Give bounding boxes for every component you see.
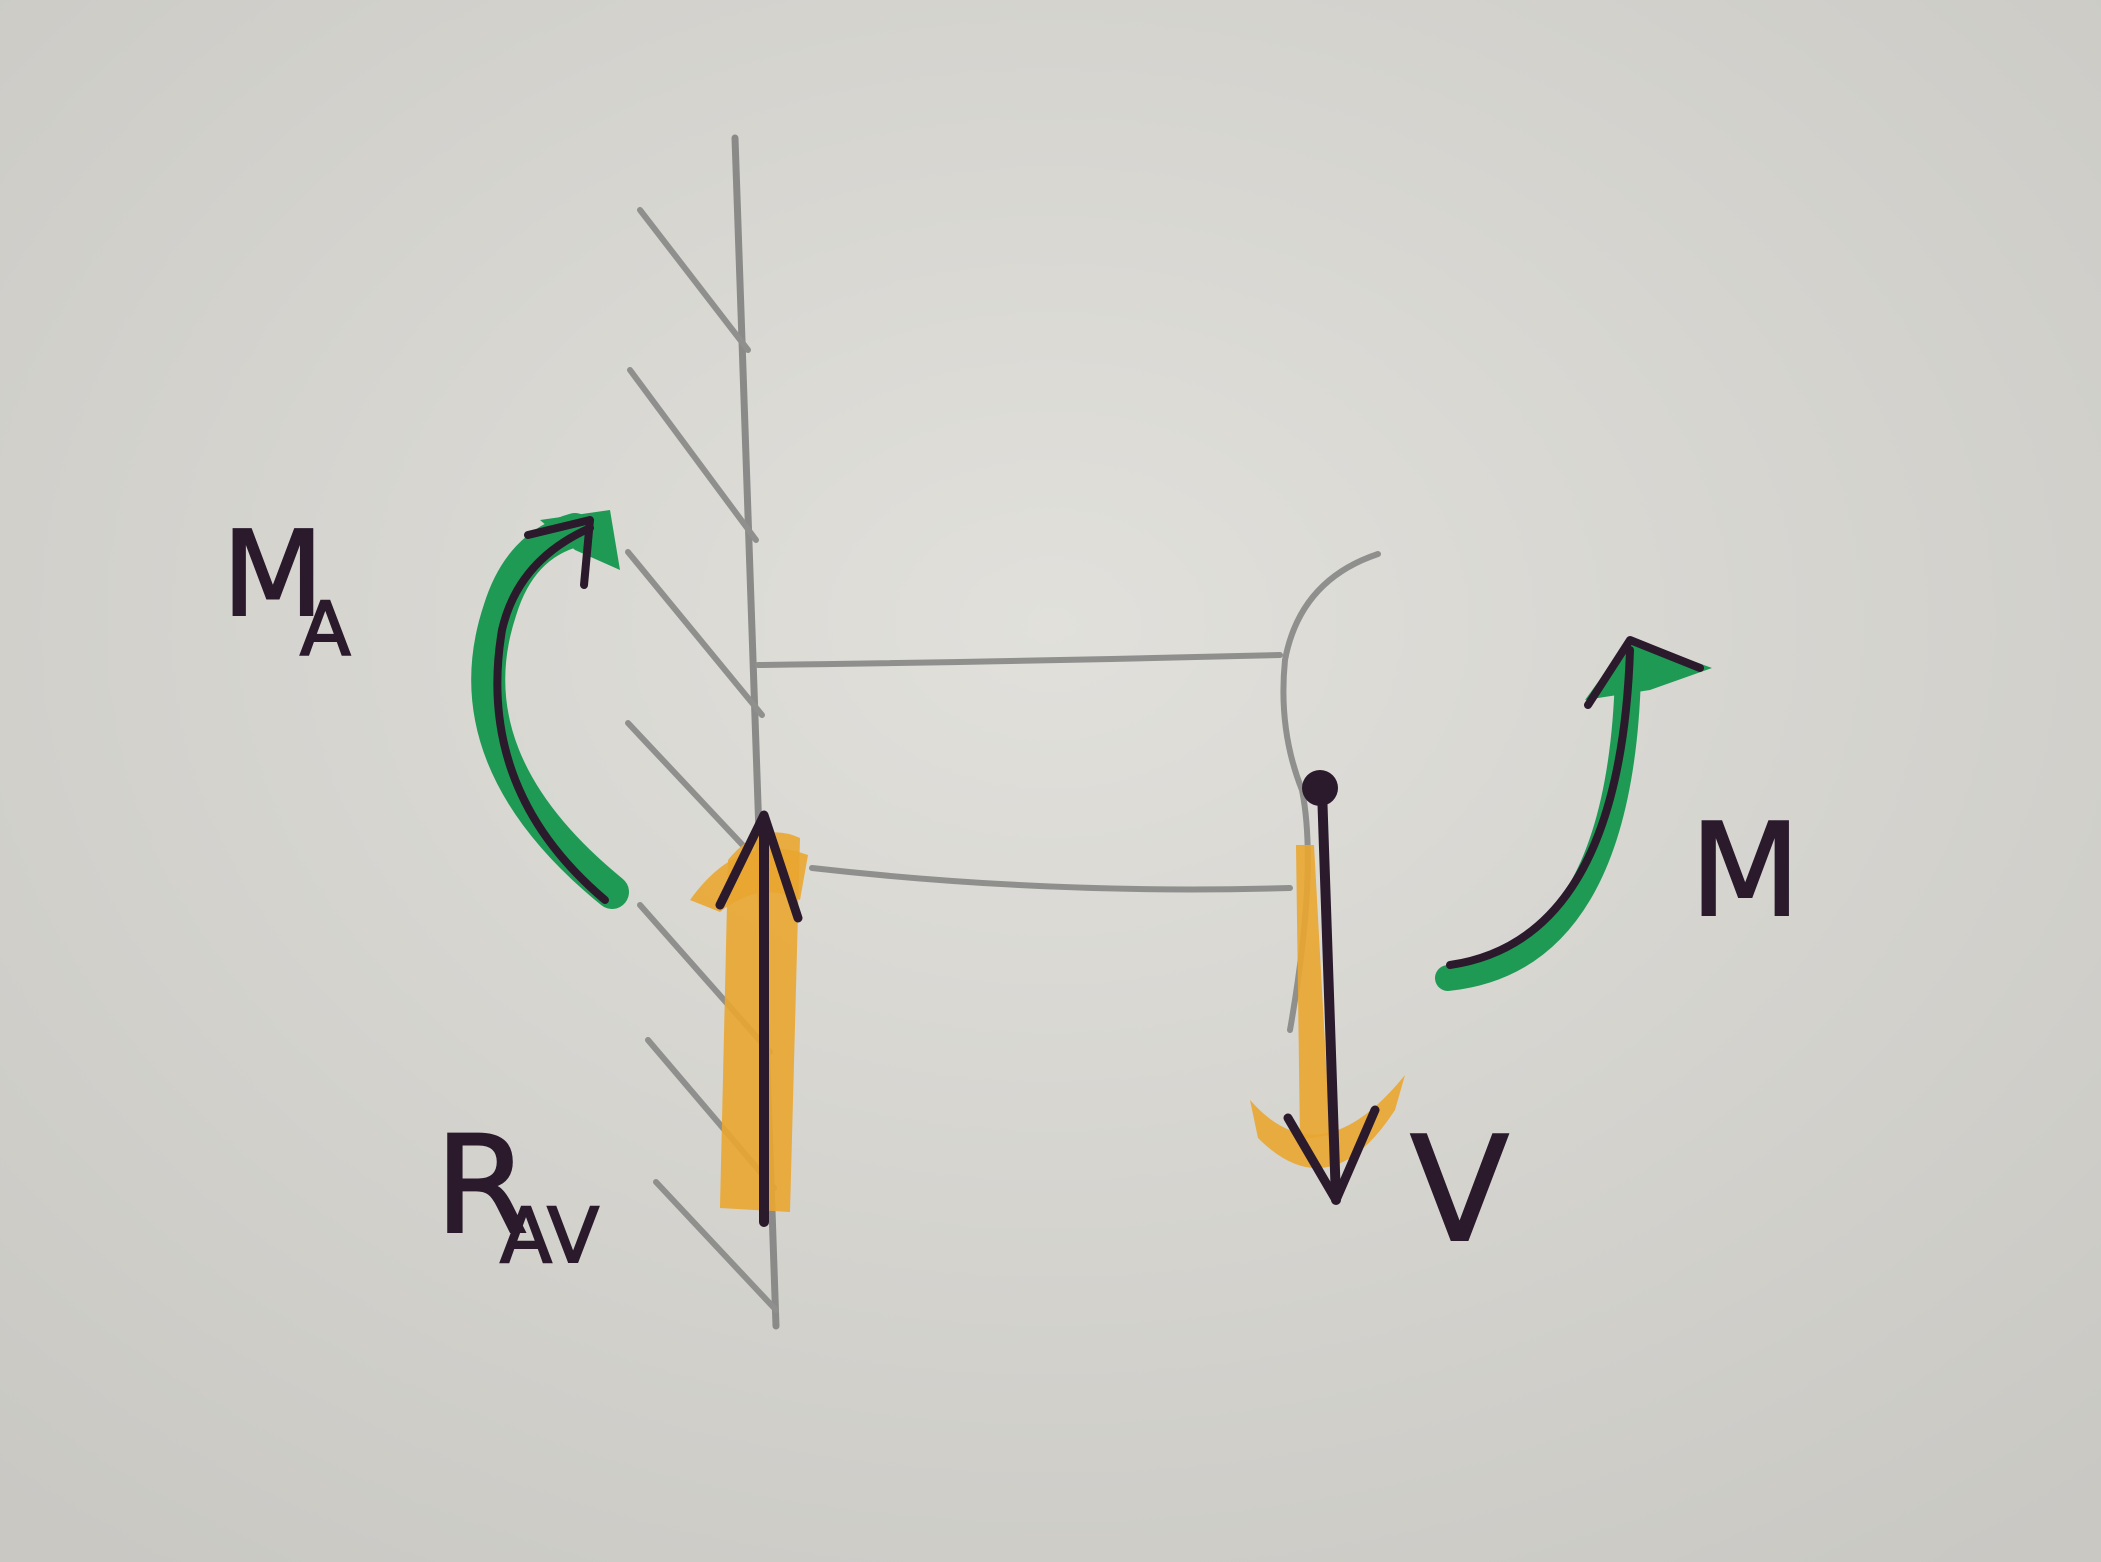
- beam-top-edge: [755, 652, 1283, 668]
- reaction-moment-arrow: [471, 510, 629, 909]
- reaction-force-subscript: AV: [500, 1191, 599, 1280]
- wall-hatching: [625, 207, 779, 1313]
- reaction-moment-label: M: [222, 505, 328, 643]
- shear-force-arrow: [1250, 770, 1405, 1205]
- reaction-force-label: R: [435, 1107, 533, 1264]
- beam-bottom-edge: [809, 865, 1293, 893]
- reaction-force-arrow: [690, 810, 808, 1227]
- cut-point-dot: [1302, 770, 1338, 806]
- shear-force-label: V: [1410, 1106, 1513, 1275]
- reaction-moment-subscript: A: [300, 587, 351, 673]
- bending-moment-label: M: [1690, 797, 1804, 946]
- bending-moment-arrow: [1435, 636, 1712, 991]
